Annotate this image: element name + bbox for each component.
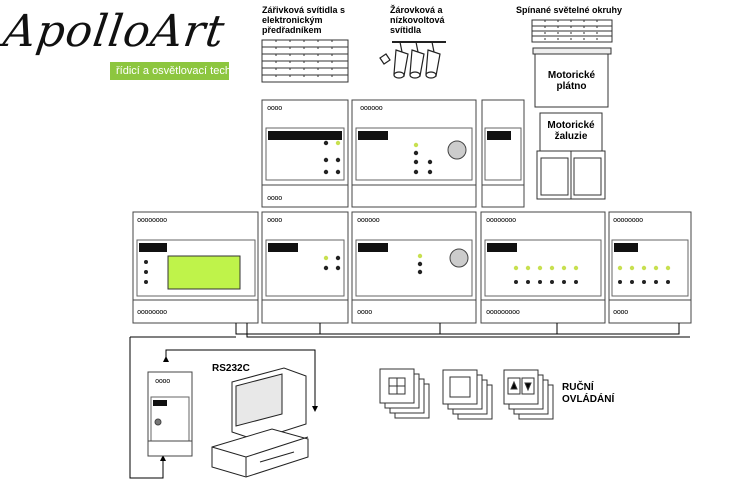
terminal-row: oooooooo xyxy=(613,216,643,224)
terminal-row: oooo xyxy=(267,104,282,112)
terminal-row: oooooooo xyxy=(486,216,516,224)
motor-screen-icon xyxy=(532,47,612,108)
upper-module-2 xyxy=(351,99,477,208)
terminal-row: oooo xyxy=(155,377,170,385)
manual-control-label: RUČNÍ OVLÁDÁNÍ xyxy=(562,382,615,405)
terminal-row: oooo xyxy=(267,216,282,224)
terminal-row: oooo xyxy=(357,308,372,316)
lower-module-2 xyxy=(261,211,349,324)
lcd-display xyxy=(167,255,241,290)
manual-switch-panel-2 xyxy=(442,369,493,420)
motor-screen-label: Motorické plátno xyxy=(547,70,596,92)
switched-circuits-label: Spínané světelné okruhy xyxy=(516,5,623,15)
manual-switch-panel-3 xyxy=(503,369,554,420)
terminal-row: oooo xyxy=(267,194,282,202)
computer-icon xyxy=(211,367,309,478)
motor-blinds-label: Motorické žaluzie xyxy=(547,120,595,142)
lower-module-4 xyxy=(480,211,606,324)
terminal-row: oooooooo xyxy=(137,216,167,224)
upper-module-1 xyxy=(261,99,349,208)
bus-wiring xyxy=(129,323,690,479)
rs232-label: RS232C xyxy=(212,363,250,374)
incandescent-label: Žárovková a nízkovoltová svítidla xyxy=(390,5,445,35)
terminal-row: oooooo xyxy=(360,104,383,112)
switched-circuit-lamps-icon xyxy=(531,19,613,43)
spotlight-icon xyxy=(379,41,446,79)
terminal-row: oooo xyxy=(613,308,628,316)
manual-switch-panel-1 xyxy=(379,368,430,419)
lower-leds xyxy=(144,253,671,284)
upper-module-3 xyxy=(481,99,525,208)
lower-module-5 xyxy=(608,211,692,324)
rs232-interface-module xyxy=(147,371,193,457)
fluorescent-label: Zářivková svítidla s elektronickým předř… xyxy=(262,5,346,35)
terminal-row: oooooo xyxy=(357,216,380,224)
upper-leds xyxy=(323,140,433,175)
logo-tagline: řídicí a osvětlovací technika xyxy=(110,62,251,80)
fluorescent-fixture-icon xyxy=(261,39,349,83)
motor-blinds-icon xyxy=(536,112,606,200)
wiring-arrows xyxy=(160,356,318,461)
terminal-row: ooooooooo xyxy=(486,308,520,316)
terminal-row: oooooooo xyxy=(137,308,167,316)
lower-module-3 xyxy=(351,211,477,324)
